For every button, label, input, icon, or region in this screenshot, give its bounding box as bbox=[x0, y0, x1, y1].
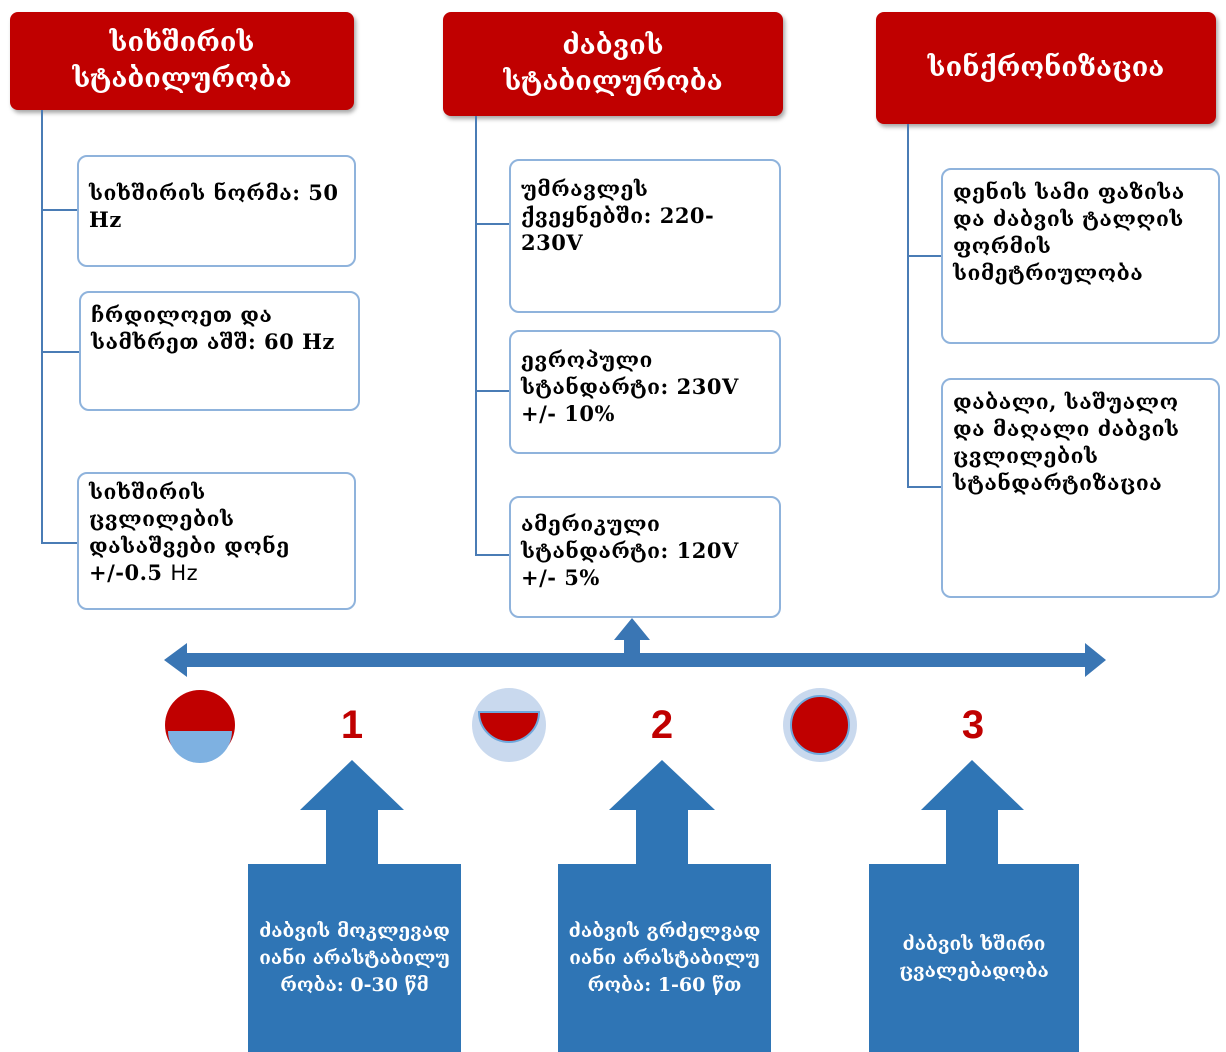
header-frequency-stability: სიხშირის სტაბილურობა bbox=[10, 12, 354, 110]
connector-tick bbox=[475, 390, 509, 392]
card-text: უმრავლეს ქვეყნებში: 220-230V bbox=[521, 176, 715, 255]
header-label: ძაბვის სტაბილურობა bbox=[503, 30, 723, 97]
up-arrow-1-shaft bbox=[326, 809, 378, 865]
card-european-standard: ევროპული სტანდარტი: 230V +/- 10% bbox=[509, 330, 781, 454]
timeline-number-3: 3 bbox=[961, 703, 985, 747]
card-text: ევროპული სტანდარტი: 230V +/- 10% bbox=[521, 347, 739, 426]
card-frequency-norm: სიხშირის ნორმა: 50 Hz bbox=[77, 155, 356, 267]
timeline-number-2: 2 bbox=[650, 703, 674, 747]
box-text: ძაბვის გრძელვადიანი არასტაბილურობა: 1-60… bbox=[568, 919, 761, 996]
connector-tick bbox=[475, 223, 509, 225]
indicator-full-icon bbox=[783, 688, 857, 762]
up-arrow-3-shaft bbox=[946, 809, 998, 865]
up-arrow-3 bbox=[921, 760, 1024, 810]
card-phase-symmetry: დენის სამი ფაზისა და ძაბვის ტალღის ფორმი… bbox=[941, 168, 1220, 344]
card-text: დენის სამი ფაზისა და ძაბვის ტალღის ფორმი… bbox=[953, 179, 1185, 285]
indicator-mostly-icon bbox=[472, 688, 546, 762]
card-unit: Hz bbox=[170, 561, 199, 585]
connector-line bbox=[475, 116, 477, 556]
connector-tick bbox=[475, 554, 509, 556]
card-frequency-tolerance: სიხშირის ცვლილების დასაშვები დონე +/-0.5… bbox=[77, 472, 356, 610]
indicator-half-icon bbox=[165, 690, 235, 763]
connector-tick bbox=[41, 542, 77, 544]
connector-tick bbox=[907, 255, 941, 257]
card-text: სიხშირის ცვლილების დასაშვები დონე +/-0.5 bbox=[89, 479, 290, 585]
card-voltage-standardization: დაბალი, საშუალო და მაღალი ძაბვის ცვლილებ… bbox=[941, 378, 1220, 598]
connector-line bbox=[907, 124, 909, 488]
card-text: ამერიკული სტანდარტი: 120V +/- 5% bbox=[521, 511, 739, 590]
up-arrow-2-shaft bbox=[636, 809, 688, 865]
card-voltage-most-countries: უმრავლეს ქვეყნებში: 220-230V bbox=[509, 159, 781, 313]
box-text: ძაბვის ხშირი ცვალებადობა bbox=[899, 933, 1049, 982]
box-long-term-instability: ძაბვის გრძელვადიანი არასტაბილურობა: 1-60… bbox=[558, 864, 771, 1052]
connector-tick bbox=[41, 351, 79, 353]
card-us-frequency: ჩრდილოეთ და სამხრეთ აშშ: 60 Hz bbox=[79, 291, 360, 411]
card-text: დაბალი, საშუალო და მაღალი ძაბვის ცვლილებ… bbox=[953, 389, 1180, 495]
card-text: სიხშირის ნორმა: 50 Hz bbox=[89, 180, 339, 232]
connector-line bbox=[41, 110, 43, 544]
card-text: ჩრდილოეთ და სამხრეთ აშშ: 60 Hz bbox=[91, 302, 335, 354]
connector-tick bbox=[907, 486, 941, 488]
up-arrow-2 bbox=[609, 760, 715, 810]
card-american-standard: ამერიკული სტანდარტი: 120V +/- 5% bbox=[509, 496, 781, 618]
header-voltage-stability: ძაბვის სტაბილურობა bbox=[443, 12, 783, 116]
box-short-term-instability: ძაბვის მოკლევადიანი არასტაბილურობა: 0-30… bbox=[248, 864, 461, 1052]
timeline-number-1: 1 bbox=[340, 703, 364, 747]
box-frequent-variability: ძაბვის ხშირი ცვალებადობა bbox=[869, 864, 1079, 1052]
header-synchronization: სინქრონიზაცია bbox=[876, 12, 1216, 124]
header-label: სიხშირის სტაბილურობა bbox=[72, 27, 292, 94]
up-arrow-small bbox=[614, 618, 650, 653]
timeline-arrow bbox=[164, 643, 1106, 677]
up-arrow-1 bbox=[300, 760, 404, 810]
box-text: ძაბვის მოკლევადიანი არასტაბილურობა: 0-30… bbox=[259, 919, 450, 996]
header-label: სინქრონიზაცია bbox=[927, 52, 1165, 83]
connector-tick bbox=[41, 209, 77, 211]
